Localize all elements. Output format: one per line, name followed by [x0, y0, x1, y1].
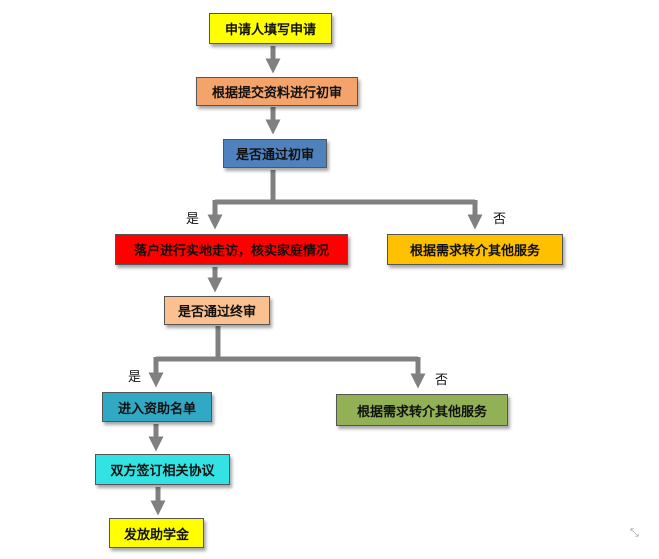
node-scholarship: 发放助学金 [109, 518, 204, 548]
node-pass-initial-check: 是否通过初审 [223, 139, 327, 168]
label-no-initial: 否 [493, 212, 507, 227]
node-referral-second: 根据需求转介其他服务 [336, 394, 508, 426]
node-referral-first: 根据需求转介其他服务 [387, 234, 563, 265]
label-no-final: 否 [435, 373, 449, 388]
node-home-visit: 落户进行实地走访，核实家庭情况 [115, 234, 348, 265]
connector-final-branch [156, 326, 221, 362]
connector-initial-branch [215, 170, 276, 205]
node-pass-final-check: 是否通过终审 [164, 296, 270, 325]
label-yes-final: 是 [128, 370, 142, 385]
node-funded-list: 进入资助名单 [102, 392, 212, 422]
node-initial-review: 根据提交资料进行初审 [196, 77, 358, 106]
node-apply: 申请人填写申请 [209, 13, 332, 44]
cursor-icon: ⤡ [630, 526, 639, 539]
label-yes-initial: 是 [186, 212, 200, 227]
node-agreement: 双方签订相关协议 [95, 454, 230, 485]
